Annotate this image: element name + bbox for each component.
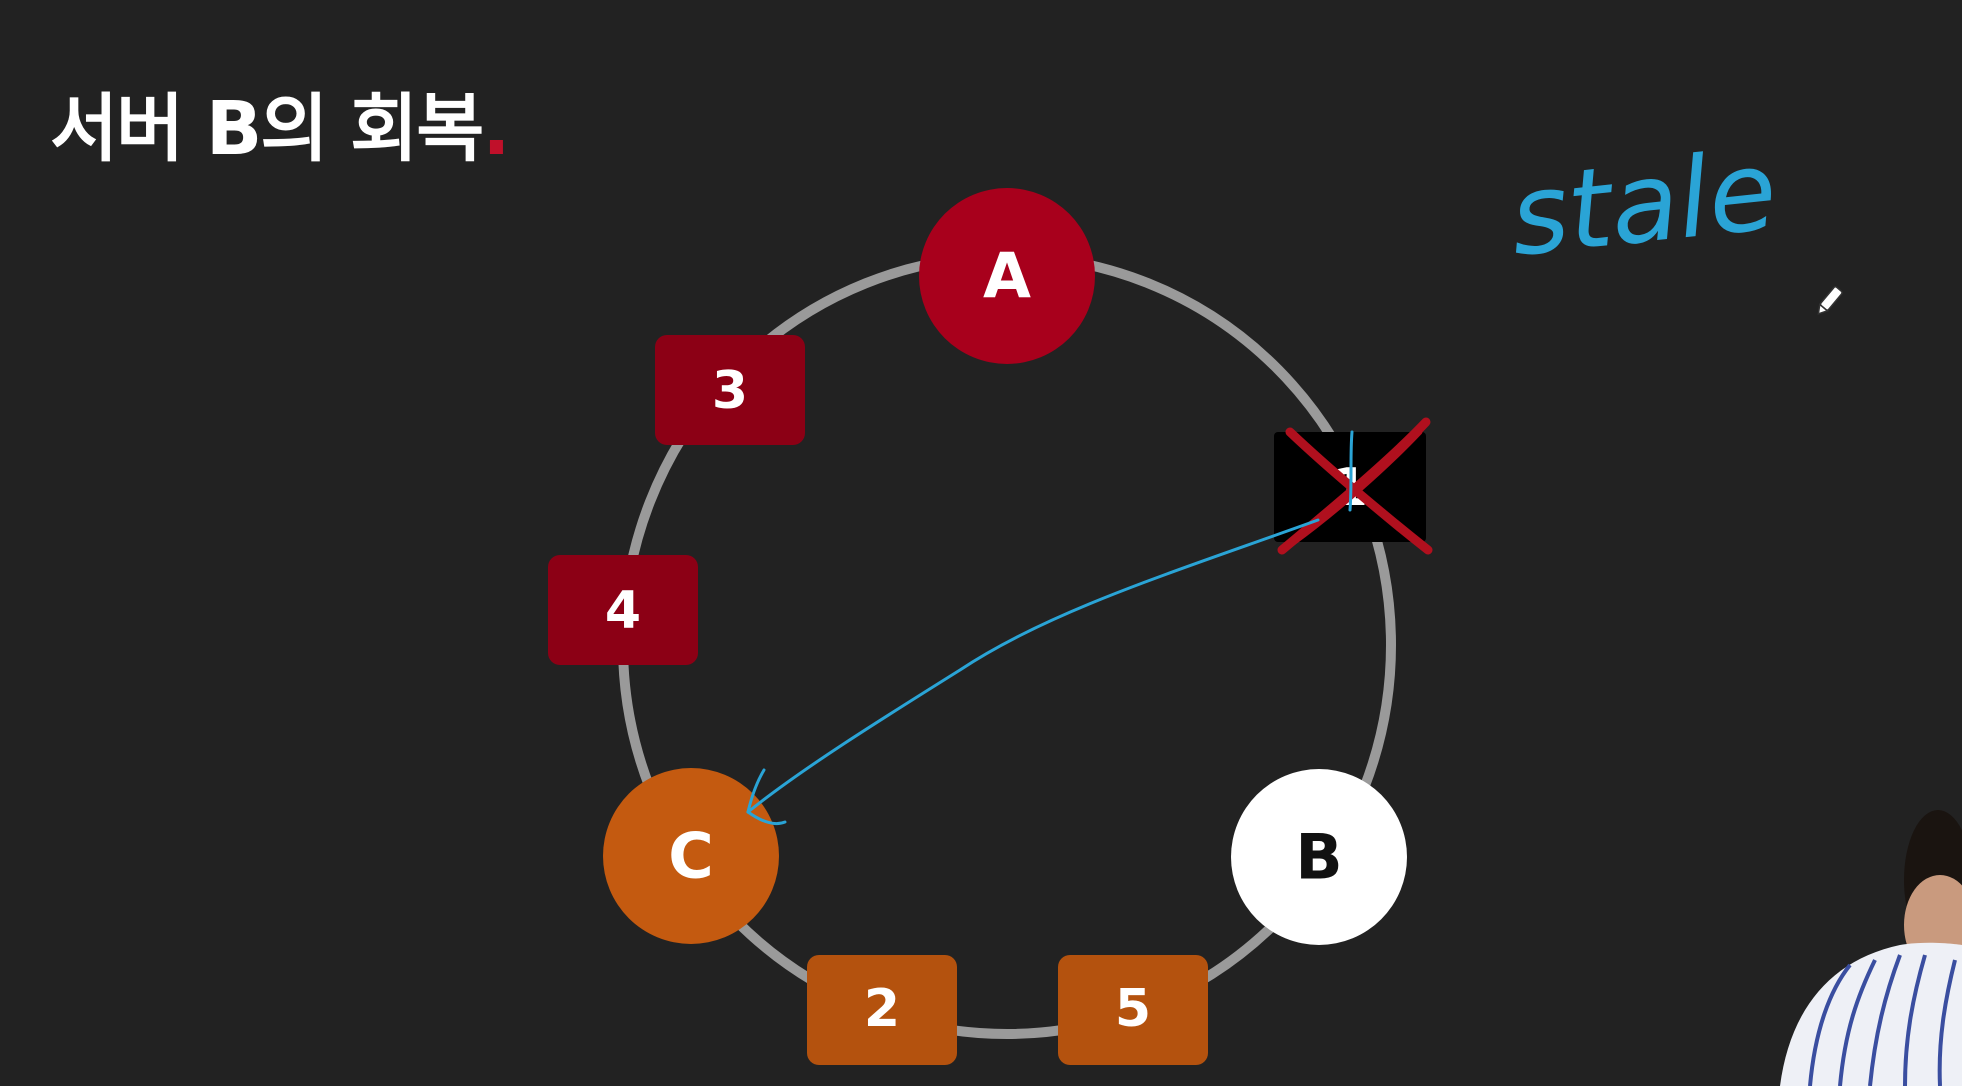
key-4: 4 [548, 555, 698, 665]
key-5: 5 [1058, 955, 1208, 1065]
stale-annotation: stale [1504, 126, 1782, 281]
title-dot: . [482, 86, 510, 172]
server-a: A [919, 188, 1095, 364]
server-b: B [1231, 769, 1407, 945]
cross-out-mark [1277, 417, 1433, 555]
key-3: 3 [655, 335, 805, 445]
key-5-label: 5 [1115, 979, 1151, 1039]
migration-arrow [746, 430, 1354, 826]
key-3-label: 3 [712, 361, 748, 421]
stale-annotation-text: stale [1504, 126, 1782, 281]
server-c-label: C [668, 820, 714, 893]
title-text: 서버 B의 회복 [50, 86, 484, 172]
server-b-label: B [1295, 821, 1342, 894]
key-4-label: 4 [605, 581, 641, 641]
presenter-video-thumbnail [1780, 810, 1962, 1086]
server-c: C [603, 768, 779, 944]
key-2-label: 2 [864, 979, 900, 1039]
pen-cursor-icon [1817, 286, 1843, 315]
key-2: 2 [807, 955, 957, 1065]
page-title: 서버 B의 회복. [50, 92, 510, 166]
server-a-label: A [983, 240, 1031, 313]
